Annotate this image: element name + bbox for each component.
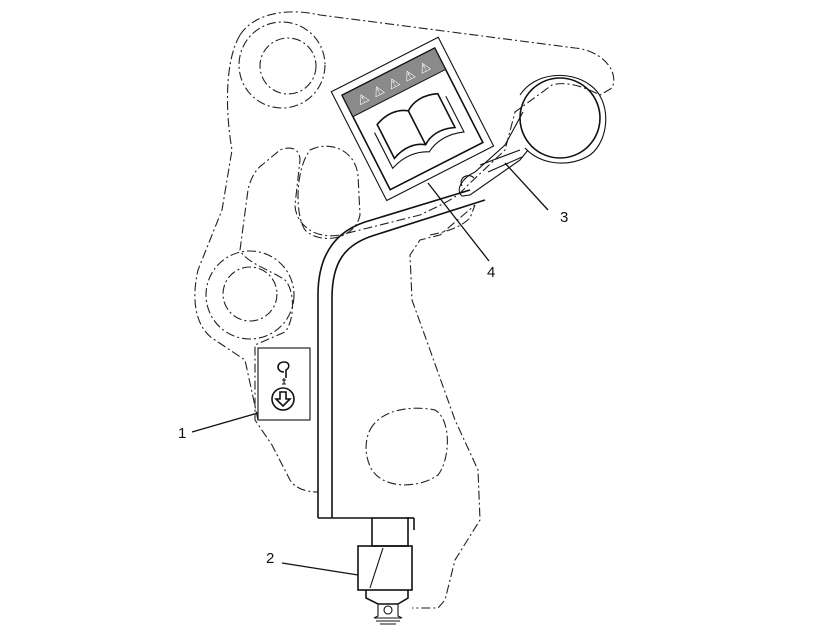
bracket-outline <box>239 11 615 493</box>
leader-1 <box>191 412 259 433</box>
fitting-nut <box>357 545 413 591</box>
mid-left-boss-outer <box>205 250 295 340</box>
manual-decal-header <box>341 47 447 118</box>
upper-left-boss-inner <box>259 37 317 95</box>
chain-icon <box>282 378 286 385</box>
leader-4 <box>427 182 490 262</box>
upper-left-boss-outer <box>238 21 326 109</box>
open-book-icon <box>376 92 457 160</box>
fitting-hole <box>383 605 393 615</box>
manual-decal-frame <box>330 36 495 202</box>
bracket-left-edge <box>194 34 259 421</box>
tube-arm <box>458 111 529 197</box>
lift-decal-frame <box>257 347 311 421</box>
tube-ring <box>519 77 601 159</box>
callout-4: 4 <box>487 264 495 281</box>
fitting-tip <box>373 604 403 625</box>
down-arrow-circle-icon <box>271 387 295 411</box>
fitting-cap <box>365 590 409 605</box>
leader-3 <box>504 162 549 211</box>
upper-slot <box>297 145 361 239</box>
mid-left-boss-inner <box>222 266 278 322</box>
lower-slot <box>365 407 448 486</box>
manual-decal: ⚠ ⚠ ⚠ ⚠ ⚠ <box>330 36 495 202</box>
fitting-nut-line <box>369 547 384 589</box>
down-arrow-icon <box>274 391 292 408</box>
callout-1: 1 <box>178 425 186 442</box>
lever-bar-inner <box>331 199 486 518</box>
callout-3: 3 <box>560 209 568 226</box>
book-pages-icon <box>374 96 465 170</box>
hook-icon <box>277 361 290 378</box>
callout-2: 2 <box>266 550 274 567</box>
bracket-right-edge <box>409 204 481 609</box>
tube-ring-outer <box>519 74 607 164</box>
tube-arm-detail <box>460 149 523 187</box>
leader-2 <box>281 562 359 576</box>
fitting-body <box>371 517 409 547</box>
lift-point-decal <box>257 347 311 421</box>
lever-bar <box>317 189 471 518</box>
